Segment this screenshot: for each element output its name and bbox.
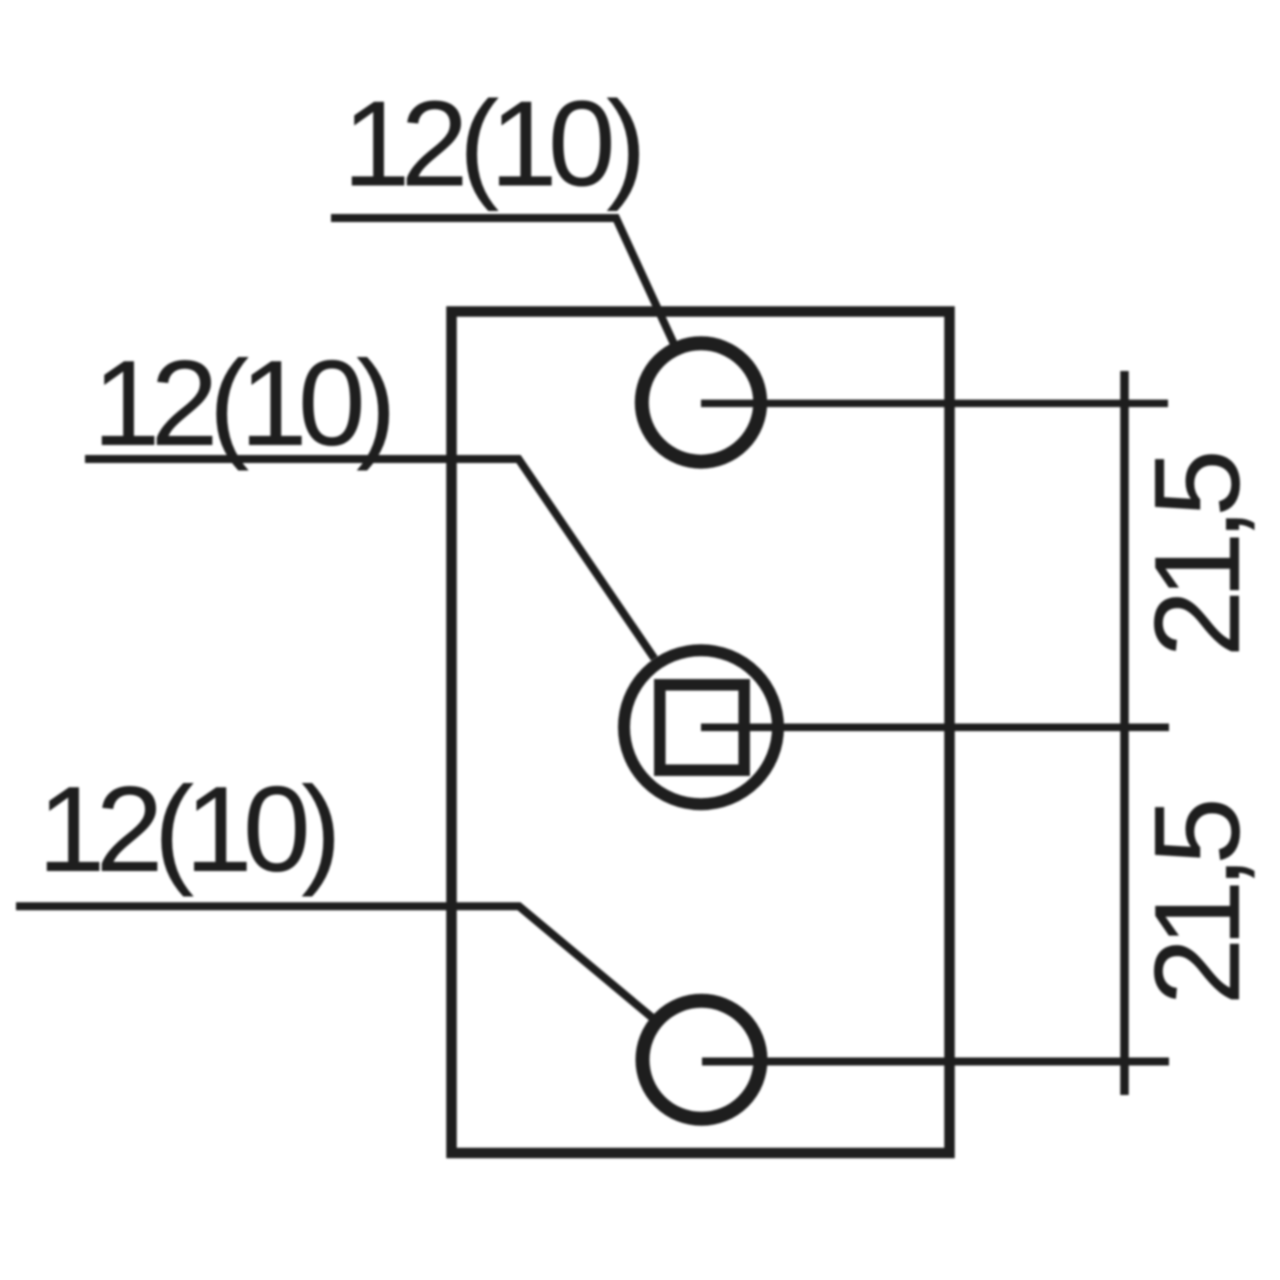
svg-text:12(10): 12(10) — [38, 761, 336, 897]
svg-text:21,5: 21,5 — [1129, 454, 1265, 657]
svg-text:21,5: 21,5 — [1129, 802, 1265, 1005]
svg-text:12(10): 12(10) — [343, 76, 641, 212]
svg-text:12(10): 12(10) — [93, 335, 391, 471]
